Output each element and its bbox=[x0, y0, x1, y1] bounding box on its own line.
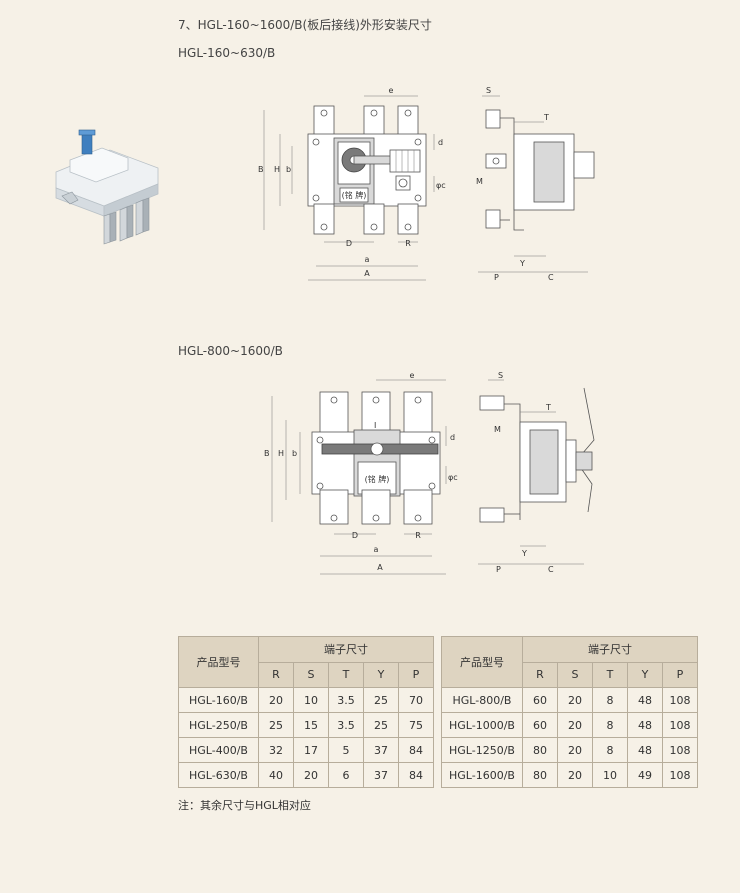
front-view-drawing-small: (铭 牌) B H b e d φc D R a A bbox=[258, 86, 446, 281]
terminal-size-header: 端子尺寸 bbox=[522, 636, 698, 663]
svg-text:a: a bbox=[365, 255, 370, 264]
col-t: T bbox=[592, 661, 628, 688]
subtitle-large-range: HGL-800~1600/B bbox=[178, 344, 283, 358]
svg-text:b: b bbox=[292, 449, 297, 458]
col-y: Y bbox=[627, 661, 663, 688]
svg-text:D: D bbox=[352, 531, 358, 540]
side-view-drawing-small: S T M P Y C bbox=[476, 86, 595, 282]
svg-text:d: d bbox=[438, 138, 443, 147]
svg-text:e: e bbox=[389, 86, 394, 95]
svg-text:P: P bbox=[494, 273, 499, 282]
svg-text:d: d bbox=[450, 433, 455, 442]
nameplate-label-large: (铭 牌) bbox=[365, 474, 390, 484]
col-r: R bbox=[522, 661, 558, 688]
svg-text:H: H bbox=[274, 165, 280, 174]
svg-text:H: H bbox=[278, 449, 284, 458]
svg-text:a: a bbox=[374, 545, 379, 554]
nameplate-label: (铭 牌) bbox=[342, 190, 367, 200]
svg-text:M: M bbox=[476, 177, 483, 186]
svg-text:φc: φc bbox=[448, 473, 458, 482]
svg-text:e: e bbox=[410, 371, 415, 380]
svg-text:φc: φc bbox=[436, 181, 446, 190]
svg-text:Y: Y bbox=[521, 549, 527, 558]
svg-text:b: b bbox=[286, 165, 291, 174]
svg-text:T: T bbox=[545, 403, 551, 412]
svg-text:R: R bbox=[415, 531, 421, 540]
col-p: P bbox=[662, 661, 698, 688]
col-y: Y bbox=[363, 661, 399, 688]
svg-text:B: B bbox=[264, 449, 270, 458]
svg-text:C: C bbox=[548, 273, 554, 282]
svg-text:I: I bbox=[374, 421, 376, 430]
subtitle-small-range: HGL-160~630/B bbox=[178, 46, 276, 60]
product-photo bbox=[55, 129, 159, 245]
col-t: T bbox=[328, 661, 364, 688]
col-r: R bbox=[258, 661, 294, 688]
svg-text:D: D bbox=[346, 239, 352, 248]
svg-text:R: R bbox=[405, 239, 411, 248]
model-header: 产品型号 bbox=[441, 636, 523, 688]
col-s: S bbox=[293, 661, 329, 688]
col-p: P bbox=[398, 661, 434, 688]
svg-text:C: C bbox=[548, 565, 554, 574]
svg-text:A: A bbox=[377, 563, 383, 572]
svg-text:Y: Y bbox=[519, 259, 525, 268]
svg-text:P: P bbox=[496, 565, 501, 574]
footnote: 注：其余尺寸与HGL相对应 bbox=[178, 799, 311, 812]
section-title: 7、HGL-160~1600/B(板后接线)外形安装尺寸 bbox=[178, 18, 432, 32]
col-s: S bbox=[557, 661, 593, 688]
svg-text:S: S bbox=[498, 371, 503, 380]
svg-text:T: T bbox=[543, 113, 549, 122]
svg-text:S: S bbox=[486, 86, 491, 95]
front-view-drawing-large: (铭 牌) I B H b e d φc D R a A bbox=[264, 371, 458, 575]
terminal-size-header: 端子尺寸 bbox=[258, 636, 434, 663]
svg-text:M: M bbox=[494, 425, 501, 434]
model-header: 产品型号 bbox=[178, 636, 259, 688]
side-view-drawing-large: S T M P Y C bbox=[478, 371, 595, 574]
svg-text:B: B bbox=[258, 165, 264, 174]
svg-text:A: A bbox=[364, 269, 370, 278]
